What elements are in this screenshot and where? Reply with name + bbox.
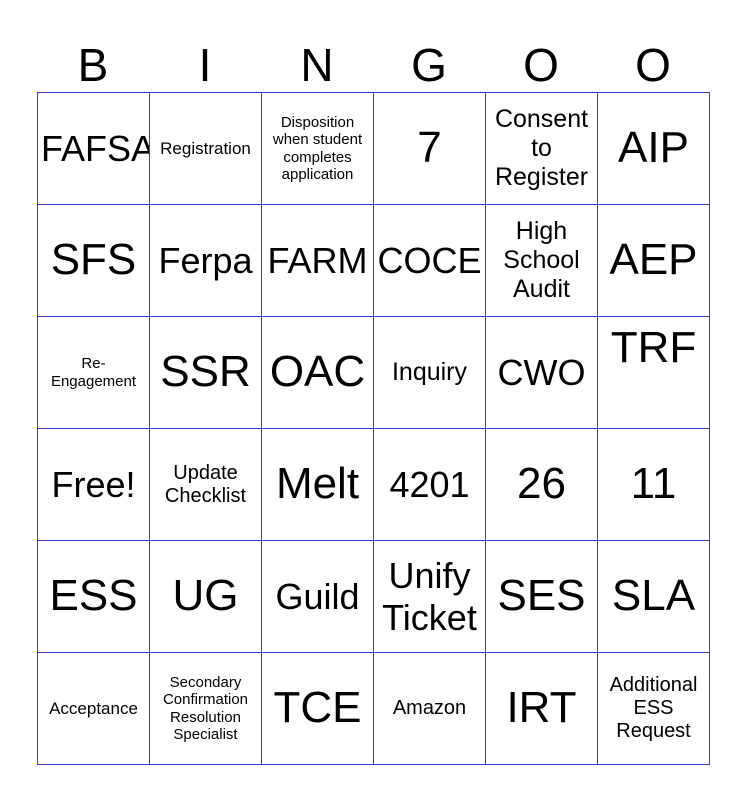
bingo-cell[interactable]: Unify Ticket [373, 540, 486, 653]
bingo-card: FAFSA Registration Disposition when stud… [37, 92, 710, 765]
bingo-cell[interactable]: 26 [485, 428, 598, 541]
bingo-cell[interactable]: Re-Engagement [37, 316, 150, 429]
bingo-cell[interactable]: Inquiry [373, 316, 486, 429]
bingo-cell[interactable]: AIP [597, 92, 710, 205]
bingo-cell[interactable]: Disposition when student completes appli… [261, 92, 374, 205]
bingo-cell[interactable]: SES [485, 540, 598, 653]
bingo-cell[interactable]: Consent to Register [485, 92, 598, 205]
bingo-cell-free[interactable]: Free! [37, 428, 150, 541]
bingo-cell[interactable]: SLA [597, 540, 710, 653]
bingo-cell[interactable]: 4201 [373, 428, 486, 541]
bingo-cell[interactable]: Ferpa [149, 204, 262, 317]
header-letter-1: B [77, 39, 109, 91]
header-letter-3: N [300, 39, 334, 91]
bingo-row: Free! Update Checklist Melt 4201 26 11 [37, 428, 710, 541]
bingo-cell[interactable]: 11 [597, 428, 710, 541]
bingo-cell[interactable]: TCE [261, 652, 374, 765]
bingo-cell[interactable]: High School Audit [485, 204, 598, 317]
bingo-cell[interactable]: TRF [597, 316, 710, 429]
bingo-cell[interactable]: SSR [149, 316, 262, 429]
bingo-cell[interactable]: Amazon [373, 652, 486, 765]
bingo-cell[interactable]: 7 [373, 92, 486, 205]
bingo-cell[interactable]: OAC [261, 316, 374, 429]
header-letter-2: I [198, 39, 212, 91]
bingo-cell[interactable]: IRT [485, 652, 598, 765]
header-letter-4: G [411, 39, 447, 91]
bingo-cell[interactable]: UG [149, 540, 262, 653]
bingo-cell[interactable]: AEP [597, 204, 710, 317]
bingo-cell[interactable]: Registration [149, 92, 262, 205]
header-letter-5: O [523, 39, 559, 91]
bingo-cell[interactable]: FAFSA [37, 92, 150, 205]
bingo-header: B I N G O O [37, 38, 709, 93]
bingo-row: FAFSA Registration Disposition when stud… [37, 92, 710, 205]
bingo-cell[interactable]: FARM [261, 204, 374, 317]
bingo-cell[interactable]: COCE [373, 204, 486, 317]
bingo-row: Re-Engagement SSR OAC Inquiry CWO TRF [37, 316, 710, 429]
bingo-cell[interactable]: CWO [485, 316, 598, 429]
bingo-cell[interactable]: Additional ESS Request [597, 652, 710, 765]
bingo-cell[interactable]: ESS [37, 540, 150, 653]
bingo-cell[interactable]: Secondary Confirmation Resolution Specia… [149, 652, 262, 765]
bingo-cell[interactable]: Update Checklist [149, 428, 262, 541]
bingo-cell[interactable]: Acceptance [37, 652, 150, 765]
bingo-row: ESS UG Guild Unify Ticket SES SLA [37, 540, 710, 653]
bingo-row: SFS Ferpa FARM COCE High School Audit AE… [37, 204, 710, 317]
bingo-row: Acceptance Secondary Confirmation Resolu… [37, 652, 710, 765]
bingo-cell[interactable]: Guild [261, 540, 374, 653]
header-letter-6: O [635, 39, 671, 91]
bingo-cell[interactable]: Melt [261, 428, 374, 541]
bingo-cell[interactable]: SFS [37, 204, 150, 317]
